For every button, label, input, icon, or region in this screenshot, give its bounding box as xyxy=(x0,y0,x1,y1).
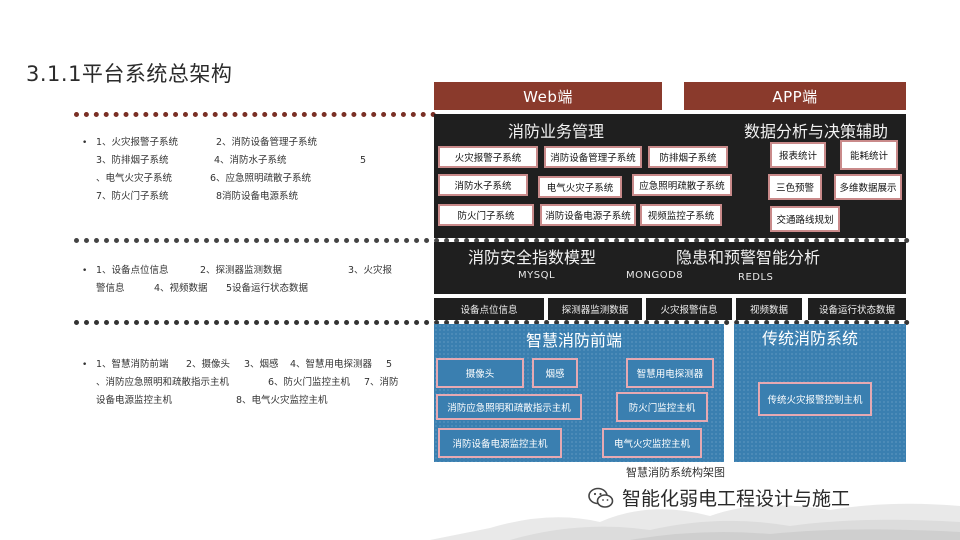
note-text: 8消防设备电源系统 xyxy=(216,191,299,202)
business-item: 视频监控子系统 xyxy=(640,204,722,226)
data-source-item: 视频数据 xyxy=(736,298,802,320)
analysis-item: 多维数据展示 xyxy=(834,174,902,200)
bullet: • xyxy=(82,138,88,148)
frontend-item: 消防应急照明和疏散指示主机 xyxy=(436,394,582,420)
watermark-text: 智能化弱电工程设计与施工 xyxy=(622,488,851,510)
warning-analysis-title: 隐患和预警智能分析 xyxy=(676,248,821,267)
note-text: 5 xyxy=(360,155,367,166)
note-text: 设备电源监控主机 xyxy=(96,395,173,406)
divider-middle xyxy=(74,238,910,243)
note-text: 2、探测器监测数据 xyxy=(200,265,283,276)
note-text: 6、防火门监控主机 xyxy=(268,377,351,388)
business-item: 消防设备电源子系统 xyxy=(540,204,636,226)
business-item: 火灾报警子系统 xyxy=(438,146,538,168)
note-text: 警信息 xyxy=(96,283,125,294)
frontend-item: 摄像头 xyxy=(436,358,524,388)
analysis-item: 报表统计 xyxy=(770,142,826,168)
business-item: 电气火灾子系统 xyxy=(538,176,622,198)
note-text: 、电气火灾子系统 xyxy=(96,173,173,184)
frontend-item: 消防设备电源监控主机 xyxy=(438,428,562,458)
bullet: • xyxy=(82,360,88,370)
note-text: 8、电气火灾监控主机 xyxy=(236,395,328,406)
analysis-item: 交通路线规划 xyxy=(770,206,840,232)
analysis-title: 数据分析与决策辅助 xyxy=(744,122,889,141)
data-source-item: 设备点位信息 xyxy=(434,298,544,320)
traditional-item: 传统火灾报警控制主机 xyxy=(758,382,872,416)
frontend-item: 烟感 xyxy=(532,358,578,388)
business-item: 应急照明疏散子系统 xyxy=(632,174,732,196)
divider-top xyxy=(74,112,436,117)
note-text: 1、火灾报警子系统 xyxy=(96,137,179,148)
data-source-item: 火灾报警信息 xyxy=(646,298,732,320)
wechat-icon xyxy=(588,487,614,508)
note-text: 4、消防水子系统 xyxy=(214,155,287,166)
analysis-item: 能耗统计 xyxy=(840,140,898,170)
notes-frontend: • 1、智慧消防前端 2、摄像头 3、烟感 4、智慧用电探测器 5 、消防应急照明和疏散… xyxy=(82,356,406,410)
frontend-item: 电气火灾监控主机 xyxy=(602,428,702,458)
note-text: 7、防火门子系统 xyxy=(96,191,169,202)
note-text: 3、烟感 xyxy=(244,359,279,370)
note-text: 1、设备点位信息 xyxy=(96,265,169,276)
app-client-header: APP端 xyxy=(684,82,906,110)
watermark: 智能化弱电工程设计与施工 xyxy=(588,484,850,511)
frontend-item: 防火门监控主机 xyxy=(616,392,708,422)
model-layer xyxy=(434,242,906,294)
business-item: 防排烟子系统 xyxy=(648,146,728,168)
bullet: • xyxy=(82,266,88,276)
notes-business: • 1、火灾报警子系统 2、消防设备管理子系统 3、防排烟子系统 4、消防水子系统 5… xyxy=(82,134,396,206)
divider-lower xyxy=(74,320,910,325)
note-text: 4、视频数据 xyxy=(154,283,208,294)
business-item: 消防设备管理子系统 xyxy=(544,146,642,168)
frontend-title: 智慧消防前端 xyxy=(526,331,623,350)
frontend-item: 智慧用电探测器 xyxy=(626,358,714,388)
note-text: 2、消防设备管理子系统 xyxy=(216,137,318,148)
note-text: 、消防应急照明和疏散指示主机 xyxy=(96,377,230,388)
note-text: 2、摄像头 xyxy=(186,359,231,370)
database-label: MONGOD8 xyxy=(626,270,684,281)
index-model-title: 消防安全指数模型 xyxy=(468,248,597,267)
business-title: 消防业务管理 xyxy=(508,122,605,141)
note-text: 7、消防 xyxy=(364,377,399,388)
business-item: 消防水子系统 xyxy=(438,174,528,196)
web-client-header: Web端 xyxy=(434,82,662,110)
page-title: 3.1.1平台系统总架构 xyxy=(26,62,233,86)
data-source-item: 探测器监测数据 xyxy=(548,298,642,320)
traditional-title: 传统消防系统 xyxy=(762,329,859,348)
note-text: 3、防排烟子系统 xyxy=(96,155,169,166)
analysis-item: 三色预警 xyxy=(768,174,822,200)
database-label: MYSQL xyxy=(518,270,556,281)
note-text: 1、智慧消防前端 xyxy=(96,359,169,370)
note-text: 5 xyxy=(386,359,393,370)
notes-data: • 1、设备点位信息 2、探测器监测数据 3、火灾报 警信息 4、视频数据 5设备运行状… xyxy=(82,262,396,298)
data-source-item: 设备运行状态数据 xyxy=(808,298,906,320)
diagram-caption: 智慧消防系统构架图 xyxy=(626,466,725,479)
mountain-decoration xyxy=(430,503,960,540)
note-text: 6、应急照明疏散子系统 xyxy=(210,173,312,184)
note-text: 4、智慧用电探测器 xyxy=(290,359,373,370)
note-text: 3、火灾报 xyxy=(348,265,393,276)
database-label: REDLS xyxy=(738,272,774,283)
note-text: 5设备运行状态数据 xyxy=(226,283,309,294)
business-item: 防火门子系统 xyxy=(438,204,534,226)
